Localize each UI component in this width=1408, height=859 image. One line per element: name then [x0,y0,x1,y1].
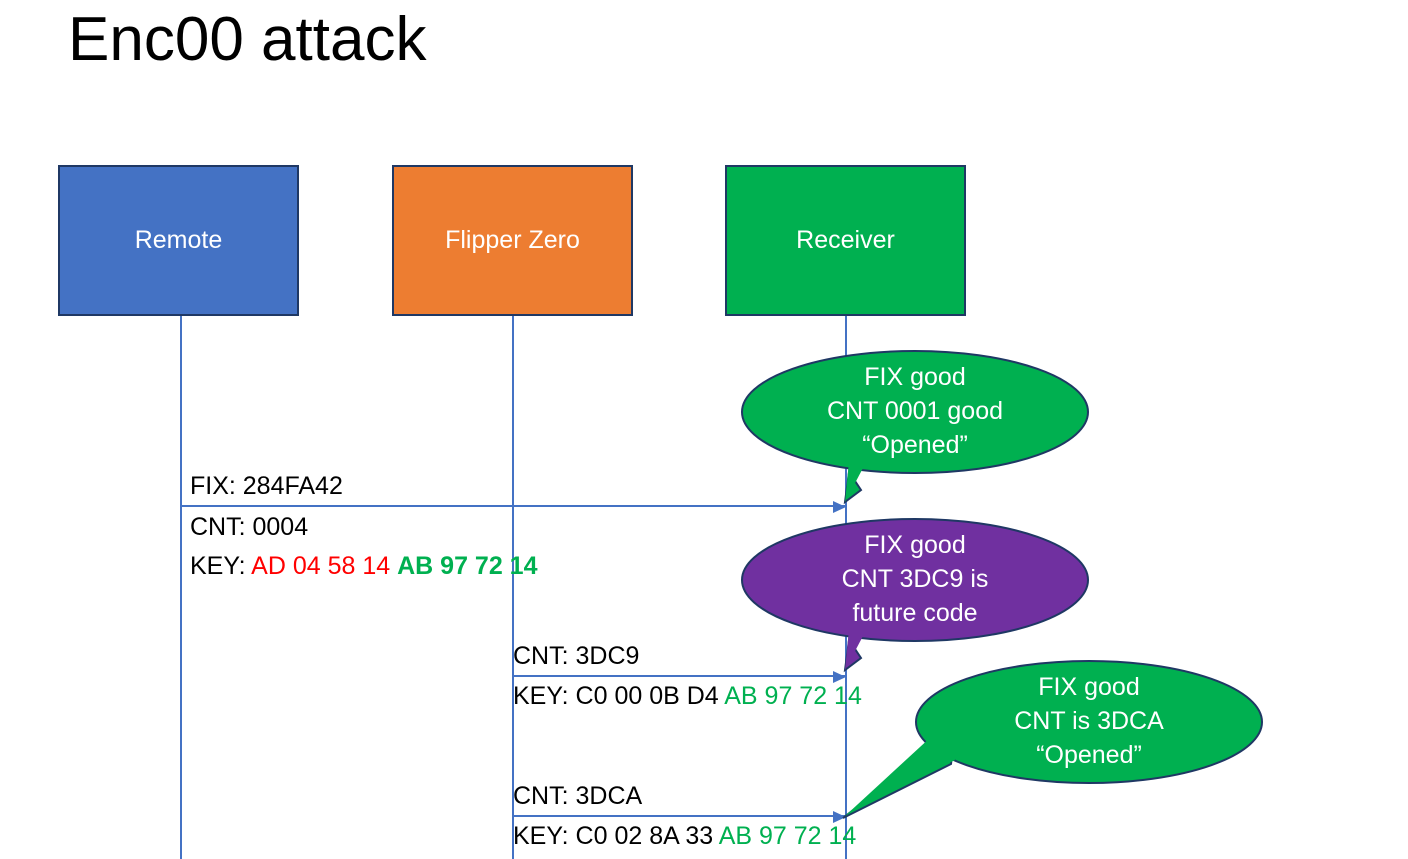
actor-box-receiver[interactable]: Receiver [725,165,966,316]
message-key-label-flipper-next: KEY: C0 02 8A 33 AB 97 72 14 [513,821,856,851]
key-prefix-flipper-future: KEY: C0 00 0B D4 [513,682,725,710]
message-cnt-label-flipper-future: CNT: 3DC9 [513,642,640,670]
message-arrow-flipper-next-code [513,811,846,823]
actor-box-remote[interactable]: Remote [58,165,299,316]
actor-box-flipper[interactable]: Flipper Zero [392,165,633,316]
message-cnt-label-remote: CNT: 0004 [190,513,309,541]
callout-bubble-shape-3 [842,660,1263,819]
message-arrow-remote-to-receiver [181,501,846,513]
actor-label-receiver: Receiver [796,226,895,254]
callout-future-code: FIX good CNT 3DC9 is future code [741,518,1089,673]
message-key-label-flipper-future: KEY: C0 00 0B D4 AB 97 72 14 [513,681,862,711]
message-fix-label-remote: FIX: 284FA42 [190,472,343,500]
actor-label-remote: Remote [134,226,223,254]
key-bytes-green-flipper-future: AB 97 72 14 [724,682,862,710]
message-arrow-flipper-future-code [513,671,846,683]
callout-bubble-shape-2 [741,518,1089,673]
lifeline-flipper [512,316,514,859]
callout-bubble-shape-1 [741,350,1089,505]
callout-fix-good-3dca: FIX good CNT is 3DCA “Opened” [842,660,1263,819]
lifeline-remote [180,316,182,859]
key-bytes-red-remote: AD 04 58 14 [251,552,398,580]
callout-fix-good-0001: FIX good CNT 0001 good “Opened” [741,350,1089,505]
key-prefix-flipper-next: KEY: C0 02 8A 33 [513,822,719,850]
actor-label-flipper: Flipper Zero [445,226,580,254]
message-cnt-label-flipper-next: CNT: 3DCA [513,782,643,810]
message-key-label-remote: KEY: AD 04 58 14 AB 97 72 14 [190,551,537,581]
key-prefix-remote: KEY: [190,552,252,580]
key-bytes-green-remote: AB 97 72 14 [397,552,538,580]
key-bytes-green-flipper-next: AB 97 72 14 [718,822,857,850]
page-title: Enc00 attack [68,5,427,74]
